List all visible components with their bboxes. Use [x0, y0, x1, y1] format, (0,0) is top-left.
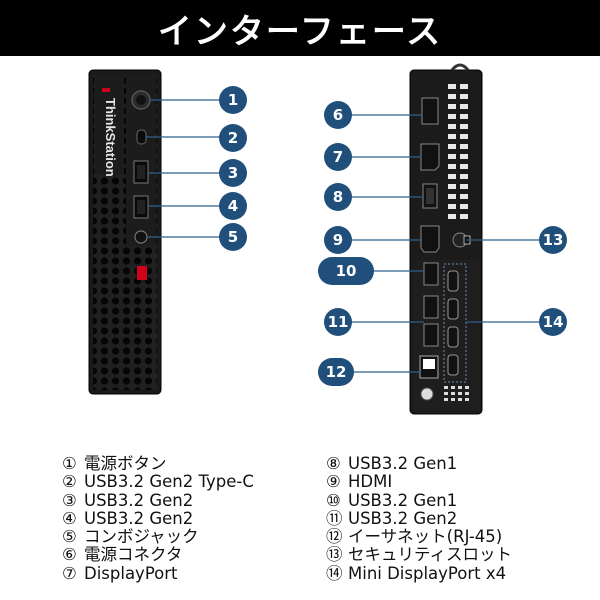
- callout-10: [318, 257, 374, 285]
- callout-13: [539, 226, 567, 254]
- red-badge: [137, 266, 147, 280]
- usb-a-port: [423, 262, 439, 286]
- callout-label: 10: [336, 262, 357, 280]
- callout-3: [219, 159, 247, 187]
- callout-2: [219, 124, 247, 152]
- front-panel: ThinkStation: [88, 69, 162, 395]
- callout-label: 3: [228, 164, 238, 182]
- rear-panel: [409, 63, 483, 415]
- power-connector: [421, 97, 439, 125]
- product-illustration: ThinkStation: [88, 63, 567, 415]
- mini-displayport-group: [447, 270, 459, 376]
- page-title: インターフェース: [157, 11, 443, 52]
- callout-7: [324, 143, 352, 171]
- callout-6: [324, 101, 352, 129]
- callout-12: [318, 358, 354, 386]
- callout-label: 5: [228, 228, 238, 246]
- callout-label: 9: [333, 231, 343, 249]
- displayport-port: [420, 143, 440, 171]
- callout-label: 4: [228, 197, 238, 215]
- usb-c-port: [136, 129, 147, 145]
- callout-5: [219, 223, 247, 251]
- callout-8: [324, 183, 352, 211]
- brand-red-mark: [102, 88, 110, 92]
- callout-11: [324, 308, 352, 336]
- callout-label: 13: [543, 231, 564, 249]
- callout-label: 14: [543, 313, 564, 331]
- callout-label: 6: [333, 106, 343, 124]
- callout-9: [324, 226, 352, 254]
- callout-1: [219, 86, 247, 114]
- title-bar: インターフェース: [0, 0, 600, 56]
- callout-badges: [219, 86, 567, 386]
- usb-a-port: [423, 323, 439, 347]
- callout-label: 12: [326, 363, 347, 381]
- hdmi-port: [420, 225, 440, 253]
- brand-logo: ThinkStation: [103, 98, 118, 177]
- callout-14: [539, 308, 567, 336]
- callout-4: [219, 192, 247, 220]
- callout-label: 2: [228, 129, 238, 147]
- callout-label: 8: [333, 188, 343, 206]
- callout-label: 11: [328, 313, 349, 331]
- usb-a-port: [423, 295, 439, 319]
- combo-jack: [134, 230, 148, 244]
- callout-label: 7: [333, 148, 343, 166]
- callout-label: 1: [228, 91, 238, 109]
